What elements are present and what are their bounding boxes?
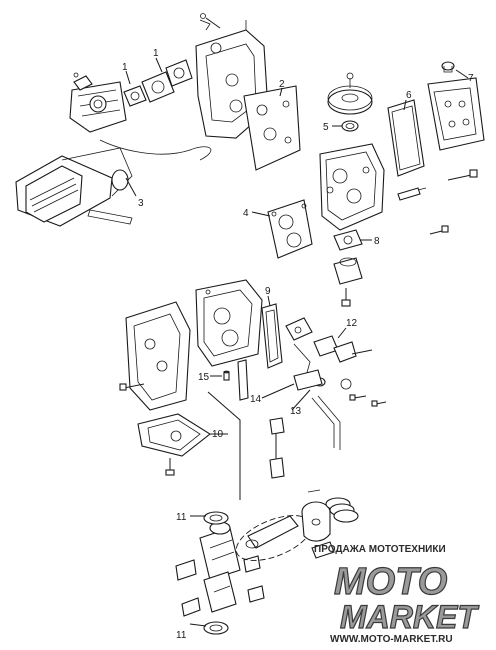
crankshaft bbox=[199, 521, 241, 613]
callout-1a: 1 bbox=[122, 62, 128, 73]
callout-10: 10 bbox=[212, 429, 224, 440]
oil-strainer-pipe bbox=[311, 395, 341, 450]
pump-cover bbox=[333, 341, 373, 363]
oil-filler-cap bbox=[441, 61, 455, 73]
crank-bearing-halves bbox=[175, 555, 265, 617]
watermark-tagline: ПРОДАЖА МОТОТЕХНИКИ bbox=[314, 544, 446, 555]
callout-1b: 1 bbox=[153, 48, 159, 59]
oil-seal bbox=[341, 120, 359, 132]
pump-drive bbox=[293, 369, 352, 391]
crankcase-gasket bbox=[137, 413, 211, 457]
intake-silencer bbox=[15, 147, 133, 227]
small-bolt bbox=[429, 225, 449, 235]
carburetor bbox=[69, 72, 127, 133]
watermark-logo-bottom: MARKET bbox=[340, 599, 479, 635]
cylinder-block bbox=[195, 279, 263, 367]
oil-pump bbox=[285, 317, 313, 379]
callout-3: 3 bbox=[138, 198, 144, 209]
crank-oil-seal-lower bbox=[203, 621, 229, 635]
thermostat-gasket bbox=[333, 229, 363, 251]
watermark-logo-top: MOTO bbox=[334, 561, 447, 603]
watermark-url: WWW.MOTO-MARKET.RU bbox=[330, 634, 453, 645]
intake-gasket bbox=[165, 59, 193, 87]
callout-15: 15 bbox=[198, 372, 210, 383]
manifold-gasket bbox=[243, 85, 301, 171]
intake-spacer bbox=[141, 71, 175, 103]
callout-14: 14 bbox=[250, 394, 262, 405]
camshaft-pulley bbox=[327, 72, 373, 115]
piston-pin bbox=[311, 541, 335, 559]
piston-clip bbox=[307, 489, 321, 493]
callout-5: 5 bbox=[323, 122, 329, 133]
silencer-hose bbox=[99, 139, 212, 161]
thermostat-housing bbox=[333, 257, 363, 307]
callout-9: 9 bbox=[265, 286, 271, 297]
piston bbox=[301, 501, 331, 542]
exhaust-cover-gasket bbox=[261, 303, 283, 369]
callout-7: 7 bbox=[468, 73, 474, 84]
callout-13: 13 bbox=[290, 406, 302, 417]
watermark: ПРОДАЖА МОТОТЕХНИКИ MOTO MARKET WWW.MOTO… bbox=[314, 544, 480, 645]
cylinder-head bbox=[319, 143, 385, 231]
head-cover bbox=[427, 77, 485, 151]
connecting-rod bbox=[245, 515, 299, 549]
callout-6: 6 bbox=[406, 90, 412, 101]
spark-plug bbox=[397, 187, 427, 201]
pump-bolts bbox=[349, 394, 387, 407]
head-gasket bbox=[267, 199, 313, 259]
callout-11b: 11 bbox=[176, 630, 187, 641]
head-cover-gasket bbox=[387, 99, 425, 177]
callout-11a: 11 bbox=[176, 512, 187, 523]
leader-lines bbox=[125, 57, 469, 627]
callout-8: 8 bbox=[374, 236, 380, 247]
pump-gasket bbox=[313, 335, 339, 357]
callout-4: 4 bbox=[243, 208, 249, 219]
carburetor-gasket bbox=[123, 85, 147, 107]
head-bolt bbox=[447, 169, 478, 181]
gasket-bolt bbox=[165, 458, 175, 476]
crankcase-left bbox=[119, 301, 191, 411]
callout-2: 2 bbox=[279, 79, 285, 90]
valve-assembly bbox=[237, 359, 285, 479]
callout-labels: 1 1 2 3 4 5 6 7 8 9 10 11 11 12 13 14 15 bbox=[122, 48, 474, 641]
crank-oil-seal-upper bbox=[203, 511, 229, 525]
callout-12: 12 bbox=[346, 318, 358, 329]
dowel-pin bbox=[223, 370, 230, 381]
piston-rings bbox=[325, 497, 359, 523]
